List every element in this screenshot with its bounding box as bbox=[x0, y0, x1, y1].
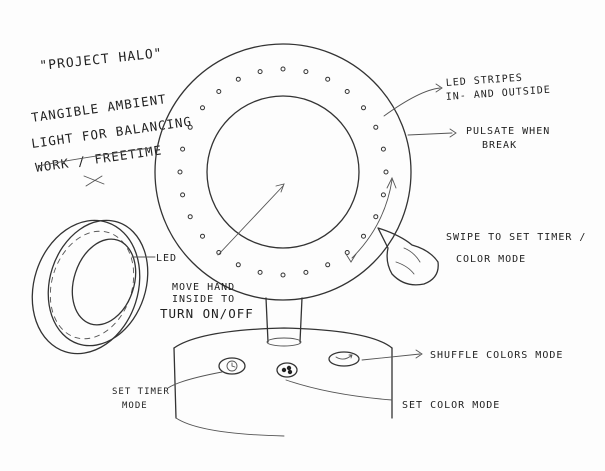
shuffle-icon bbox=[336, 355, 352, 359]
led-dot bbox=[236, 77, 240, 81]
shuffle-pointer bbox=[362, 354, 420, 360]
ring-side-view bbox=[16, 206, 164, 367]
label-set-timer-2: MODE bbox=[122, 401, 148, 411]
project-title: "PROJECT HALO" bbox=[39, 46, 163, 74]
finger-sketch bbox=[378, 228, 438, 285]
led-dots bbox=[178, 67, 388, 277]
led-dot bbox=[381, 147, 385, 151]
cross-mark bbox=[84, 176, 104, 186]
led-dot bbox=[181, 193, 185, 197]
led-dot bbox=[326, 263, 330, 267]
label-move-hand-3: TURN ON/OFF bbox=[160, 306, 254, 321]
led-dot bbox=[374, 215, 378, 219]
move-hand-arrowhead bbox=[276, 184, 284, 192]
label-swipe-2: COLOR MODE bbox=[456, 254, 526, 265]
label-set-timer-1: SET TIMER bbox=[112, 387, 170, 397]
led-dot bbox=[326, 77, 330, 81]
pulsate-pointer bbox=[408, 133, 452, 135]
label-move-hand-2: INSIDE TO bbox=[172, 294, 235, 305]
swipe-arc bbox=[352, 180, 392, 258]
led-dot bbox=[384, 170, 388, 174]
shuffle-button[interactable] bbox=[329, 352, 359, 366]
label-set-color: SET COLOR MODE bbox=[402, 400, 500, 411]
led-dot bbox=[201, 106, 205, 110]
led-dot bbox=[374, 125, 378, 129]
led-dot bbox=[345, 90, 349, 94]
color-mode-pointer bbox=[286, 380, 392, 400]
led-dot bbox=[178, 170, 182, 174]
timer-pointer bbox=[168, 372, 222, 388]
label-led: LED bbox=[156, 253, 177, 264]
lamp-stand bbox=[266, 298, 302, 346]
led-dot bbox=[281, 273, 285, 277]
timer-button[interactable] bbox=[219, 358, 245, 374]
led-dot bbox=[362, 106, 366, 110]
led-stripes-pointer bbox=[384, 88, 440, 116]
led-dot bbox=[362, 234, 366, 238]
led-dot bbox=[304, 70, 308, 74]
halo-ring bbox=[155, 44, 411, 300]
move-hand-arrow bbox=[218, 186, 283, 255]
led-dot bbox=[181, 147, 185, 151]
led-dot bbox=[304, 270, 308, 274]
led-dot bbox=[236, 263, 240, 267]
color-dots-icon bbox=[282, 366, 292, 374]
led-dot bbox=[258, 270, 262, 274]
label-swipe-1: SWIPE TO SET TIMER / bbox=[446, 232, 586, 243]
clock-icon bbox=[227, 361, 237, 371]
led-dot bbox=[217, 90, 221, 94]
finger-detail bbox=[396, 248, 420, 274]
label-shuffle: SHUFFLE COLORS MODE bbox=[430, 350, 563, 361]
label-move-hand-1: MOVE HAND bbox=[172, 282, 235, 293]
led-dot bbox=[258, 70, 262, 74]
label-pulsate-2: BREAK bbox=[482, 140, 517, 151]
color-mode-button[interactable] bbox=[277, 363, 297, 377]
led-dot bbox=[381, 193, 385, 197]
led-dot bbox=[281, 67, 285, 71]
led-dot bbox=[201, 234, 205, 238]
lamp-base bbox=[174, 328, 392, 436]
led-dot bbox=[188, 215, 192, 219]
label-pulsate-1: PULSATE WHEN bbox=[466, 126, 550, 137]
